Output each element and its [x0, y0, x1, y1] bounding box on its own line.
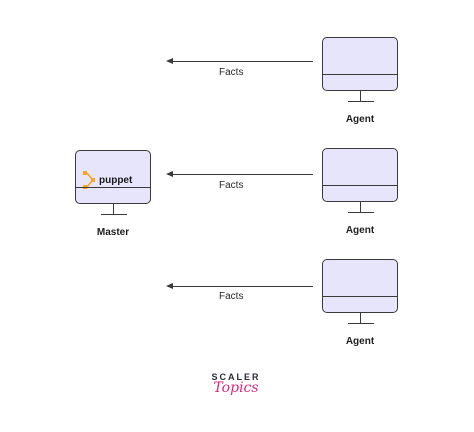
agent-3-label: Agent	[345, 336, 375, 347]
agent-2-stand	[360, 202, 361, 212]
agent-3-facts-label: Facts	[219, 291, 244, 302]
agent-2-facts-arrow	[166, 171, 313, 177]
agent-3-stand	[360, 313, 361, 323]
agent-1-stand	[360, 91, 361, 101]
brand-line-1: SCALER	[211, 372, 261, 382]
agent-2-label: Agent	[345, 225, 375, 236]
agent-2-stand-base	[348, 212, 374, 213]
monitor-divider	[323, 185, 397, 186]
monitor-divider	[323, 296, 397, 297]
arrowhead	[166, 171, 173, 177]
agent-3-facts-arrow	[166, 283, 313, 289]
master-label: Master	[96, 227, 130, 238]
master-stand	[113, 204, 114, 214]
arrowhead	[166, 283, 173, 289]
scaler-topics-logo: SCALER Topics	[190, 372, 282, 396]
monitor-divider	[76, 187, 150, 188]
agent-1-stand-base	[348, 101, 374, 102]
agent-2-facts-label: Facts	[219, 180, 244, 191]
puppet-logo-text: puppet	[99, 174, 133, 186]
brand-line-2: Topics	[213, 380, 259, 396]
arrowhead	[166, 58, 173, 64]
agent-1-monitor	[322, 37, 398, 91]
agent-3-stand-base	[348, 323, 374, 324]
agent-2-monitor	[322, 148, 398, 202]
agent-1-facts-arrow	[166, 58, 313, 64]
agent-3-monitor	[322, 259, 398, 313]
agent-1-label: Agent	[345, 114, 375, 125]
agent-1-facts-label: Facts	[219, 67, 244, 78]
master-stand-base	[101, 214, 127, 215]
monitor-divider	[323, 74, 397, 75]
master-monitor: puppet	[75, 150, 151, 204]
